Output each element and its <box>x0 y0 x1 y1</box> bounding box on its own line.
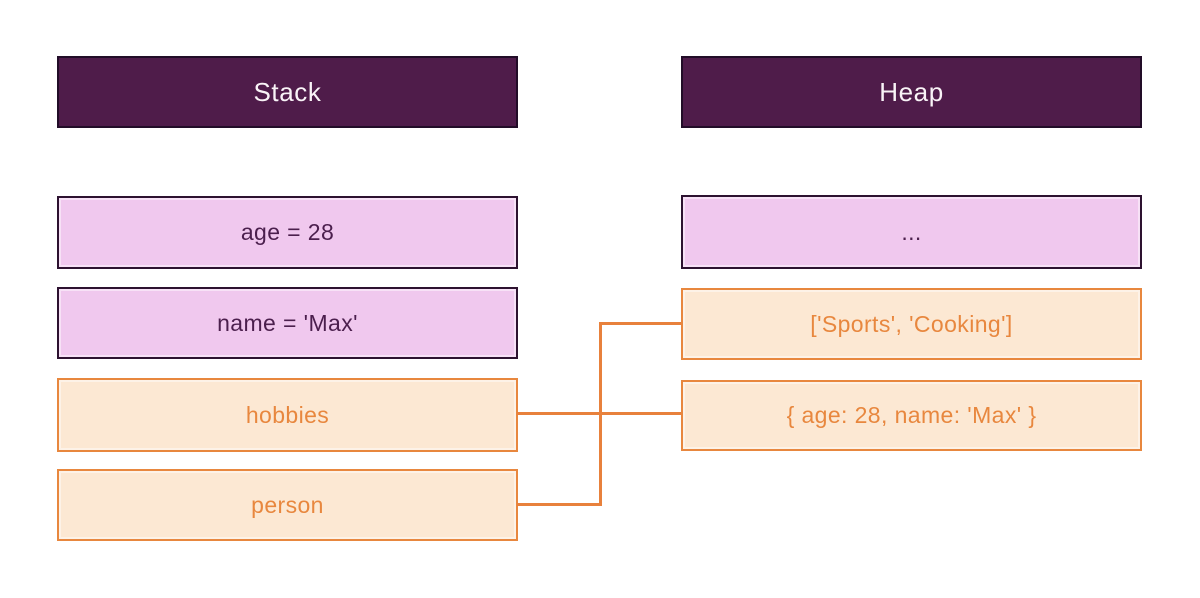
stack-item-hobbies: hobbies <box>57 378 518 452</box>
connector-line-vertical <box>599 322 602 506</box>
heap-item-hobbies-array: ['Sports', 'Cooking'] <box>681 288 1142 360</box>
heap-header: Heap <box>681 56 1142 128</box>
connector-line-to-array <box>600 322 681 325</box>
stack-item-name: name = 'Max' <box>57 287 518 359</box>
stack-item-age: age = 28 <box>57 196 518 269</box>
heap-item-person-object: { age: 28, name: 'Max' } <box>681 380 1142 451</box>
heap-item-ellipsis: ... <box>681 195 1142 269</box>
stack-header: Stack <box>57 56 518 128</box>
stack-item-person: person <box>57 469 518 541</box>
connector-line-person <box>517 503 601 506</box>
